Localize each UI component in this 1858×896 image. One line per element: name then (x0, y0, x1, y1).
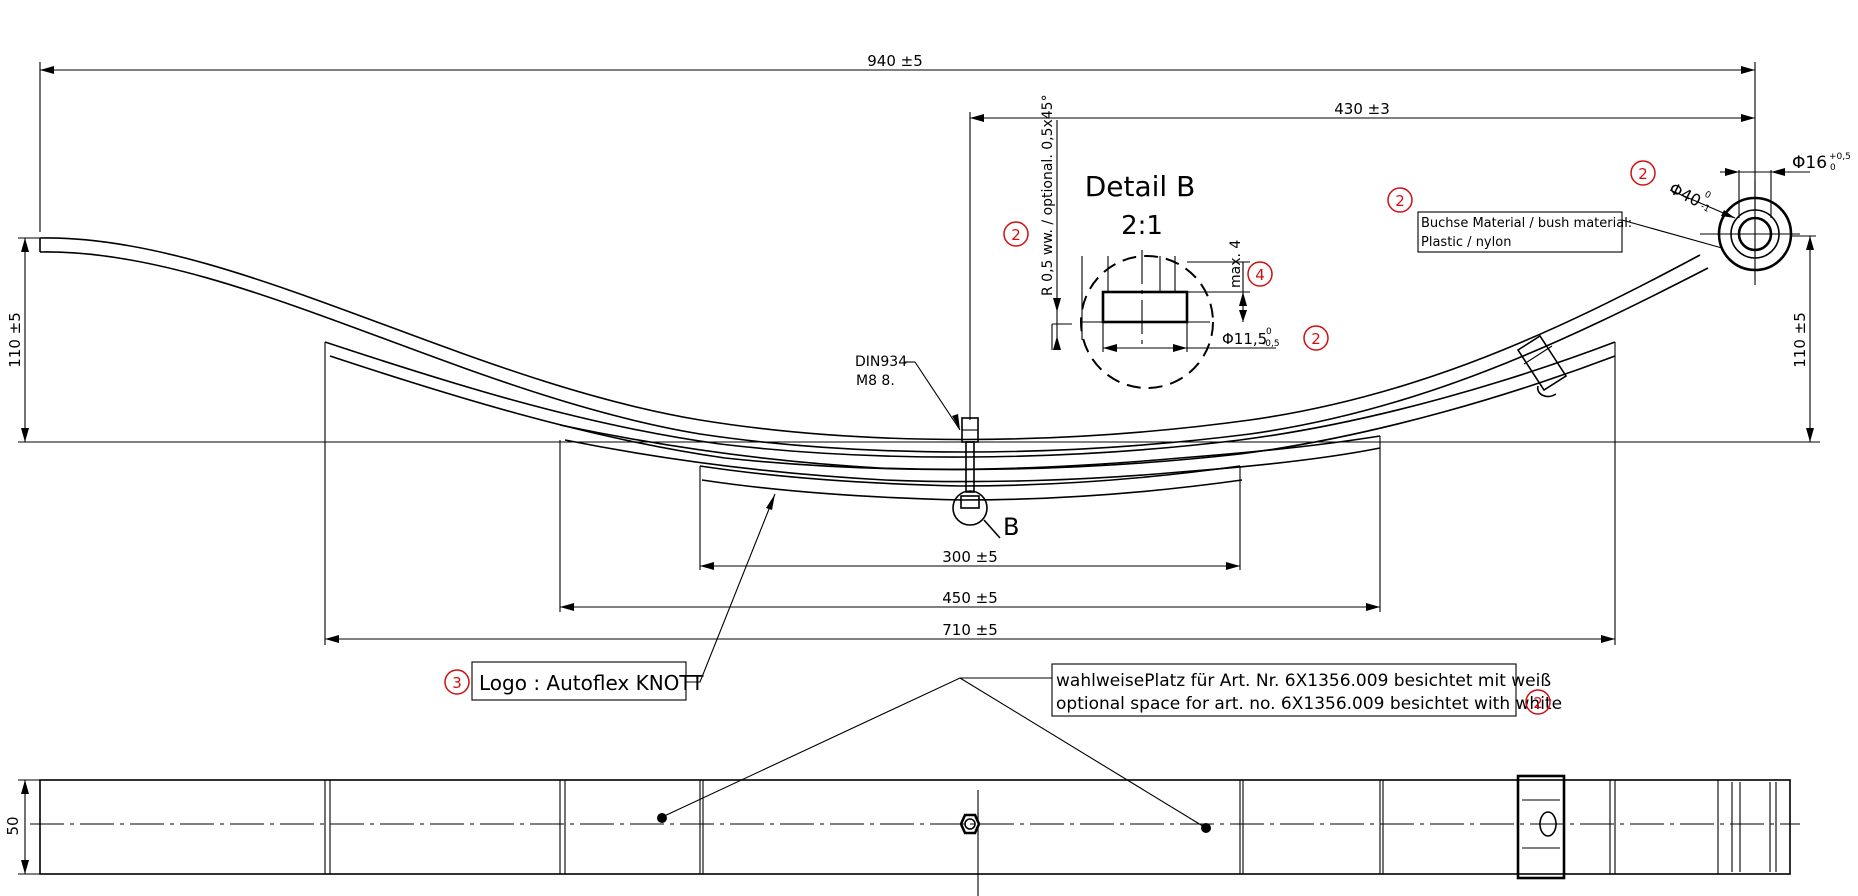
dim-overall-length: 940 ±5 (39, 52, 1756, 232)
rebound-clip (1516, 334, 1568, 398)
height-right-label: 110 ±5 (1791, 312, 1809, 368)
leaf-2 (559, 424, 1381, 483)
callout-marker-hole: 2 (1303, 325, 1329, 351)
leaf3-length-label: 300 ±5 (942, 548, 998, 566)
eye-outer-tol-upper: 0 (1703, 190, 1713, 202)
leaf-extension-lines (324, 342, 1616, 645)
optional-space-line1: wahlweisePlatz für Art. Nr. 6X1356.009 b… (1056, 671, 1551, 691)
callout-number: 4 (1255, 266, 1265, 284)
spring-eye: Φ16 +0,5 0 Φ40 0 -1 (1666, 152, 1851, 285)
callout-marker-logo: 3 (444, 669, 470, 695)
bolt-standard-label: DIN934 (855, 354, 907, 370)
dim-leaf2: 450 ±5 (560, 589, 1380, 611)
chamfer-label: R 0,5 ww. / optional. 0,5x45° (1040, 94, 1056, 296)
width-label: 50 (4, 816, 22, 835)
dim-leaf3: 300 ±5 (700, 548, 1240, 570)
bush-inner-tol-upper: +0,5 (1829, 152, 1851, 162)
detail-b: Detail B 2:1 Φ11,5 0 -0,5 max. 4 R 0,5 w… (1040, 94, 1280, 389)
bush-material-line1: Buchse Material / bush material: (1421, 216, 1632, 231)
callout-marker-detail: 2 (1003, 221, 1029, 247)
hole-tol-upper: 0 (1266, 327, 1272, 337)
logo-note: Logo : Autoflex KNOTT (471, 493, 776, 701)
leaf-3 (699, 465, 1243, 501)
half-length-label: 430 ±3 (1334, 100, 1390, 118)
eye-outer-tol-lower: -1 (1699, 202, 1712, 215)
overall-length-label: 940 ±5 (867, 52, 923, 70)
callout-marker-depth: 4 (1247, 261, 1273, 287)
logo-label: Logo : Autoflex KNOTT (479, 671, 704, 695)
bush-inner-label: Φ16 (1792, 153, 1827, 173)
hole-tol-lower: -0,5 (1262, 339, 1280, 349)
callout-number: 2 (1395, 192, 1405, 210)
callout-number: 2 (1011, 226, 1021, 244)
height-left-label: 110 ±5 (6, 312, 24, 368)
detail-title: Detail B (1085, 170, 1196, 203)
dim-height-left: 110 ±5 (6, 237, 1820, 443)
callout-number: 2 (1311, 330, 1321, 348)
callout-number: 2 (1533, 694, 1543, 712)
callout-number: 3 (452, 674, 462, 692)
callout-marker-bush: 2 (1387, 187, 1413, 213)
hole-dia-label: Φ11,5 (1222, 330, 1267, 348)
leaf-main (39, 237, 1709, 453)
bolt-callout: DIN934 M8 8. (855, 354, 961, 431)
callout-number: 2 (1638, 165, 1648, 183)
bush-material-note: Buchse Material / bush material: Plastic… (1417, 211, 1723, 253)
max-depth-label: max. 4 (1228, 240, 1244, 288)
dim-height-right: 110 ±5 (1790, 235, 1816, 442)
bolt-size-label: M8 8. (856, 373, 895, 389)
dim-leaf1: 710 ±5 (325, 621, 1615, 643)
dim-width: 50 (4, 779, 40, 875)
eye-outer-label: Φ40 (1666, 179, 1704, 211)
optional-space-line2: optional space for art. no. 6X1356.009 b… (1056, 694, 1562, 714)
dim-half-length: 430 ±3 (969, 100, 1755, 420)
leaf2-length-label: 450 ±5 (942, 589, 998, 607)
callout-marker-eye: 2 (1630, 160, 1656, 186)
callout-marker-optional: 2 (1525, 689, 1551, 715)
bush-inner-tol-lower: 0 (1830, 163, 1836, 173)
detail-scale: 2:1 (1121, 211, 1163, 241)
top-view (30, 774, 1800, 896)
leaf1-length-label: 710 ±5 (942, 621, 998, 639)
bush-material-line2: Plastic / nylon (1421, 235, 1511, 250)
center-bolt: B (952, 417, 1019, 541)
detail-marker-b: B (1003, 513, 1019, 541)
optional-space-note: wahlweisePlatz für Art. Nr. 6X1356.009 b… (659, 663, 1562, 829)
